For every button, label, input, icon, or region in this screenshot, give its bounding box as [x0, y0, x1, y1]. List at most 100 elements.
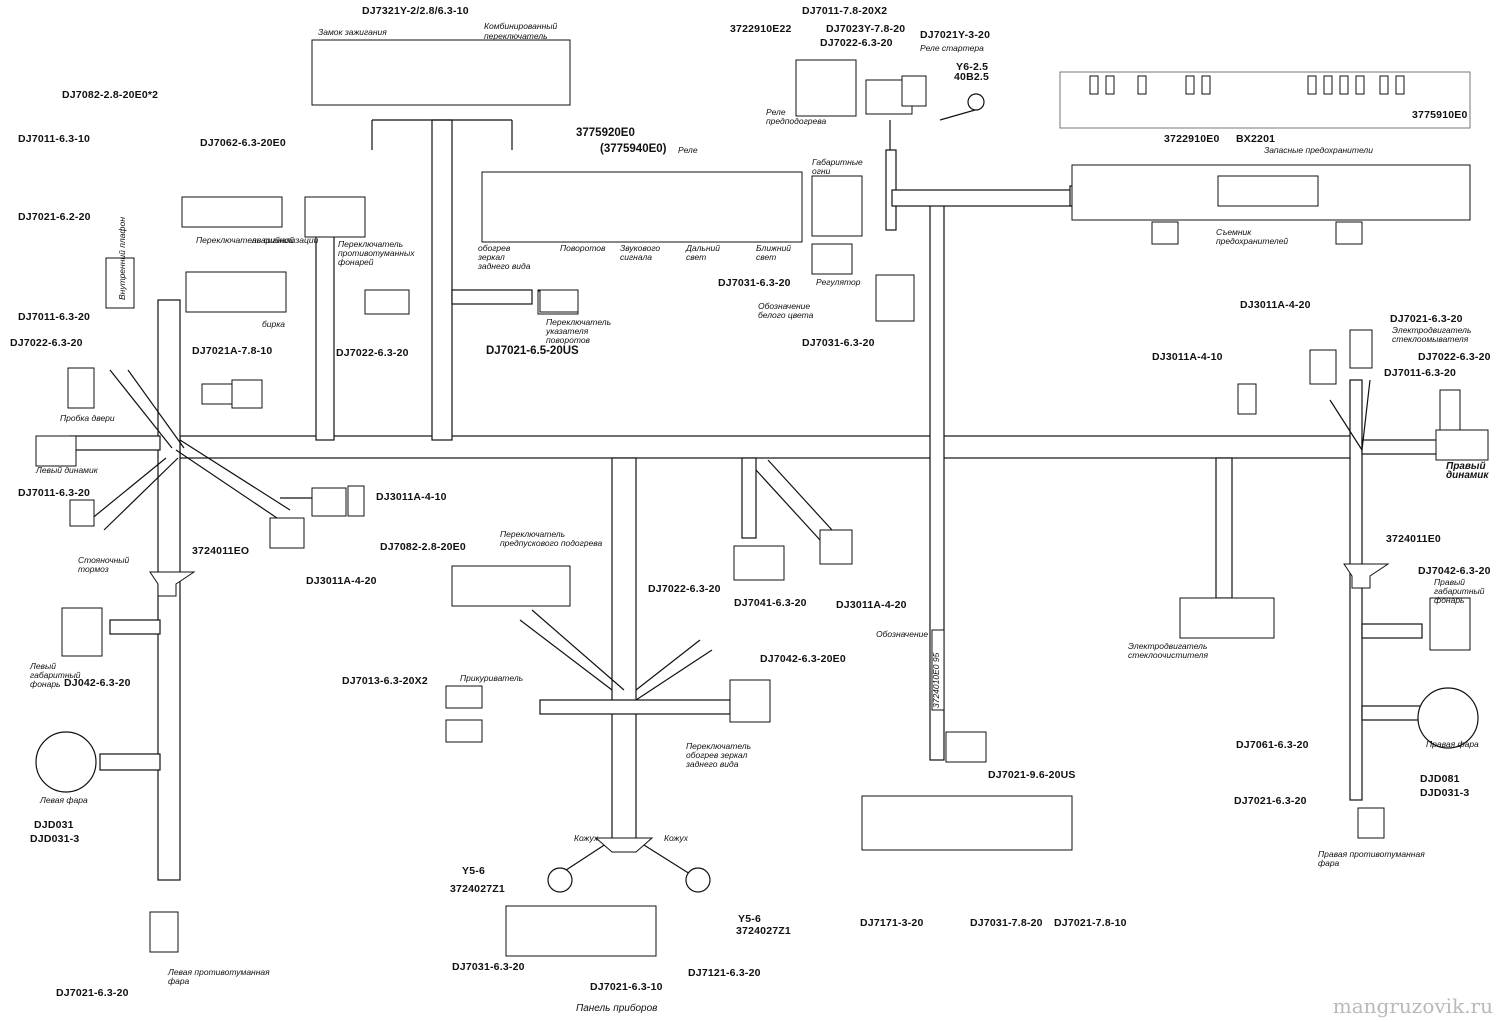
label-mirror-switch: Переключатель обогрев зеркал заднего вид…: [686, 741, 752, 769]
watermark: mangruzovik.ru: [1332, 994, 1493, 1018]
label-left-marker: Левый габаритный фонарь: [30, 661, 81, 689]
label-dj7023y: DJ7023Y-7.8-20: [826, 23, 906, 35]
label-dj3011a-a: DJ3011A-4-10: [376, 491, 447, 503]
label-turn-switch: Переключатель указателя поворотов: [546, 317, 612, 345]
label-cover-1: Кожух: [574, 833, 598, 843]
label-3775920: 3775920E0: [576, 127, 635, 139]
label-dj7021-bl: DJ7021-6.3-20: [56, 987, 129, 999]
label-dj3011a-r1: DJ3011A-4-20: [1240, 299, 1311, 311]
label-dj7011-left: DJ7011-6.3-10: [18, 133, 91, 145]
label-switch: переключатель: [484, 31, 548, 41]
label-right-fog: Правая противотуманная фара: [1318, 849, 1425, 868]
label-dj7021-65: DJ7021-6.5-20US: [486, 345, 579, 357]
harness-diagonals: [89, 109, 1371, 875]
label-fuse-puller: Съемник предохранителей: [1216, 227, 1289, 246]
label-regulator: Регулятор: [816, 277, 861, 287]
label-left-headlamp: Левая фара: [40, 795, 88, 805]
label-3724010: 3724010E0 95: [931, 652, 941, 708]
label-z1-right: 3724027Z1: [736, 925, 791, 937]
label-dj7031-78: DJ7031-7.8-20: [970, 917, 1043, 929]
label-dj7011-78: DJ7011-7.8-20X2: [802, 5, 888, 17]
label-dj7121: DJ7121-6.3-20: [688, 967, 761, 979]
label-dj7022-m: DJ7022-6.3-20: [648, 583, 721, 595]
label-hazard: аварийной: [252, 235, 295, 245]
label-dj3011a-r2: DJ3011A-4-10: [1152, 351, 1223, 363]
label-dj7042-r: DJ7042-6.3-20: [1418, 565, 1491, 577]
label-designation: Обозначение: [876, 629, 929, 639]
label-3722910e22: 3722910E22: [730, 23, 792, 35]
label-spare-fuses: Запасные предохранители: [1264, 145, 1373, 155]
label-dj7021a: DJ7021A-7.8-10: [192, 345, 273, 357]
label-combo: Комбинированный: [484, 21, 558, 31]
label-djd031-3r: DJD031-3: [1420, 787, 1470, 799]
label-dj7021-r: DJ7021-6.3-20: [1390, 313, 1463, 325]
label-alarm-switch: Переключатель сигнализации: [196, 235, 319, 245]
label-parking-brake: Стояночный тормоз: [78, 555, 130, 574]
label-washer-motor: Электродвигатель стеклоомывателя: [1392, 325, 1472, 344]
label-dj7082-mid: DJ7082-2.8-20E0: [380, 541, 466, 553]
label-cigar: Прикуриватель: [460, 673, 524, 683]
label-djd031-3: DJD031-3: [30, 833, 80, 845]
label-40b: 40B2.5: [954, 71, 990, 83]
mount-shapes: [149, 175, 1390, 853]
label-right-speaker: Правый динамик: [1446, 461, 1489, 481]
label-dj7031-a: DJ7031-6.3-20: [718, 277, 791, 289]
label-dj7021-96: DJ7021-9.6-20US: [988, 769, 1076, 781]
label-fog-switch: Переключатель противотуманных фонарей: [338, 239, 415, 267]
label-starter-relay: Реле стартера: [920, 43, 984, 53]
label-mirror-heat: обогрев зеркал заднего вида: [478, 243, 531, 271]
label-3724011: 3724011EO: [192, 545, 250, 557]
label-dj7022-c: DJ7022-6.3-20: [336, 347, 409, 359]
headlamps: [35, 93, 1479, 893]
label-instrument-panel: Панель приборов: [576, 1003, 658, 1014]
label-door-plug: Пробка двери: [60, 413, 115, 423]
label-dj7011-c: DJ7011-6.3-20: [18, 487, 91, 499]
label-dj7021-p: DJ7021-6.3-10: [590, 981, 663, 993]
fuse-columns: [1089, 75, 1405, 95]
label-3724011-r: 3724011E0: [1386, 533, 1441, 545]
label-horn: Звукового сигнала: [620, 243, 661, 262]
label-low-beam: Ближний свет: [756, 243, 792, 262]
label-dj7021-left: DJ7021-6.2-20: [18, 211, 91, 223]
label-dj7062: DJ7062-6.3-20E0: [200, 137, 286, 149]
label-wiper-motor: Электродвигатель стеклоочистителя: [1128, 641, 1208, 660]
label-preheat-switch: Переключатель предпускового подогрева: [500, 529, 603, 548]
label-dj7031-b: DJ7031-6.3-20: [802, 337, 875, 349]
label-y5-left: Y5-6: [462, 865, 485, 877]
label-side-lights: Габаритные огни: [812, 157, 863, 176]
label-tag: бирка: [262, 319, 285, 329]
label-3722910e0: 3722910E0: [1164, 133, 1220, 145]
label-white-mark: Обозначение белого цвета: [758, 301, 814, 320]
label-left-speaker: Левый динамик: [36, 465, 98, 475]
label-bx2201: BX2201: [1236, 133, 1276, 145]
label-cover-2: Кожух: [664, 833, 688, 843]
label-right-headlamp: Правая фара: [1426, 739, 1479, 749]
label-z1-left: 3724027Z1: [450, 883, 505, 895]
label-ignition: Замок зажигания: [318, 27, 387, 37]
label-y5-right: Y5-6: [738, 913, 761, 925]
label-relay: Реле: [678, 145, 698, 155]
label-right-marker: Правый габаритный фонарь: [1434, 577, 1485, 605]
label-dj7021y: DJ7021Y-3-20: [920, 29, 991, 41]
label-dj7171: DJ7171-3-20: [860, 917, 924, 929]
label-dj7011-r: DJ7011-6.3-20: [1384, 367, 1457, 379]
connector-boxes: [35, 39, 1489, 957]
label-dj7011-b: DJ7011-6.3-20: [18, 311, 91, 323]
label-djd081: DJD081: [1420, 773, 1460, 785]
label-dj7061: DJ7061-6.3-20: [1236, 739, 1309, 751]
label-interior-lamp: Внутренний плафон: [117, 216, 127, 300]
label-high-beam: Дальний свет: [686, 243, 721, 262]
label-dj7013: DJ7013-6.3-20X2: [342, 675, 428, 687]
label-turns: Поворотов: [560, 243, 606, 253]
label-dj7021-78: DJ7021-7.8-10: [1054, 917, 1127, 929]
label-3775910: 3775910E0: [1412, 109, 1468, 121]
label-dj7041: DJ7041-6.3-20: [734, 597, 807, 609]
label-dj7021-br: DJ7021-6.3-20: [1234, 795, 1307, 807]
label-preheat-relay: Реле предподогрева: [766, 107, 827, 126]
label-dj7031-p: DJ7031-6.3-20: [452, 961, 525, 973]
label-dj042: DJ042-6.3-20: [64, 677, 131, 689]
label-left-fog: Левая противотуманная фара: [168, 967, 270, 986]
label-dj7042-m: DJ7042-6.3-20E0: [760, 653, 846, 665]
label-dj7022-top: DJ7022-6.3-20: [820, 37, 893, 49]
